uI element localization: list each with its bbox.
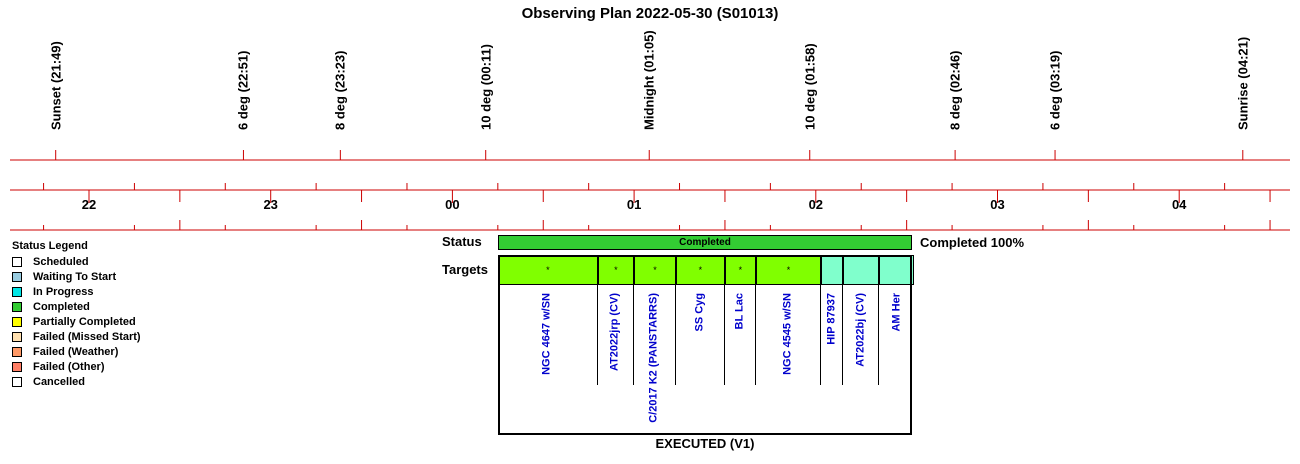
hour-label: 22 (81, 197, 97, 212)
hour-labels: 22 23 00 01 02 03 04 (81, 197, 1187, 212)
target-block: * (498, 255, 598, 285)
legend-item: Waiting To Start (12, 270, 116, 283)
legend-swatch (12, 256, 22, 267)
legend-swatch (12, 346, 22, 357)
target-marker: * (786, 265, 791, 275)
hour-label: 01 (626, 197, 642, 212)
legend-swatch (12, 361, 22, 372)
target-marker: * (546, 265, 550, 275)
legend-label: In Progress (33, 285, 94, 298)
status-bar-text: Completed (679, 237, 731, 248)
page-title: Observing Plan 2022-05-30 (S01013) (521, 5, 779, 22)
target-block: * (597, 255, 635, 285)
legend-item: Partially Completed (12, 315, 136, 328)
target-marker: * (698, 265, 703, 275)
target-column: NGC 4545 w/SN (756, 285, 822, 385)
status-row-label: Status (442, 234, 482, 249)
legend-label: Failed (Missed Start) (33, 330, 141, 343)
legend-label: Waiting To Start (33, 270, 117, 283)
targets-panel (498, 255, 912, 435)
target-marker: * (614, 265, 618, 275)
hour-label: 04 (1171, 197, 1187, 212)
target-block: * (755, 255, 822, 285)
legend-label: Scheduled (33, 255, 89, 268)
legend-label: Partially Completed (33, 315, 136, 328)
target-marker: * (738, 265, 743, 275)
legend-swatch (12, 376, 22, 387)
target-block: * (634, 255, 676, 285)
target-column: HIP 87937 (821, 285, 844, 385)
completion-percent: Completed 100% (920, 235, 1025, 250)
legend-item: Scheduled (12, 255, 89, 268)
legend-item: Failed (Weather) (12, 345, 118, 358)
target-marker: * (653, 265, 657, 275)
plan-version: EXECUTED (V1) (655, 436, 755, 451)
legend-label: Completed (33, 300, 90, 313)
legend-label: Failed (Weather) (33, 345, 119, 358)
hour-label: 00 (445, 197, 460, 212)
legend-item: Cancelled (12, 375, 85, 388)
legend-item: Failed (Missed Start) (12, 330, 141, 343)
target-column: AT2022jrp (CV) (598, 285, 635, 385)
target-column: C/2017 K2 (PANSTARRS) (634, 285, 676, 423)
legend-swatch (12, 331, 22, 342)
target-column: NGC 4647 w/SN (498, 285, 598, 385)
hour-label: 03 (990, 197, 1005, 212)
legend-title: Status Legend (12, 240, 88, 252)
legend-item: Completed (12, 300, 90, 313)
targets-row-label: Targets (442, 262, 488, 277)
legend-swatch (12, 316, 22, 327)
legend-swatch (12, 271, 22, 282)
time-axis (10, 150, 1290, 231)
hour-label: 23 (263, 197, 278, 212)
legend-swatch (12, 301, 22, 312)
legend-label: Cancelled (33, 375, 85, 388)
hour-label: 02 (808, 197, 824, 212)
legend-item: Failed (Other) (12, 360, 105, 373)
status-bar: Completed (498, 235, 912, 250)
target-column: BL Lac (725, 285, 756, 385)
legend-swatch (12, 286, 22, 297)
legend-label: Failed (Other) (33, 360, 105, 373)
legend-item: In Progress (12, 285, 94, 298)
target-column: AT2022bj (CV) (843, 285, 880, 385)
target-column: SS Cyg (676, 285, 725, 385)
